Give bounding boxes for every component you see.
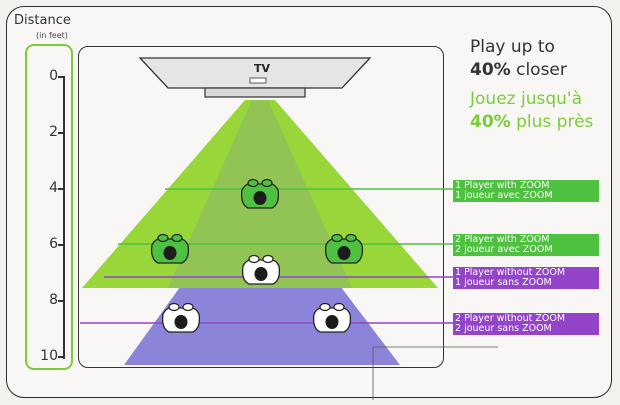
distance-axis-unit: (in feet) [36,31,68,40]
distance-ruler-line [63,76,65,359]
label-2-player-zoom-en: 2 Player with ZOOM [455,234,550,245]
tick-mark-8 [58,300,64,302]
label-1-player-standard-en: 1 Player without ZOOM [455,267,566,278]
headline-en-closer: closer [516,60,567,80]
tick-mark-4 [58,188,64,190]
label-1-player-zoom-fr: 1 joueur avec ZOOM [455,190,553,201]
headline-en-line1: Play up to [470,37,555,57]
tick-mark-6 [58,244,64,246]
label-2-player-standard: 2 Player without ZOOM 2 joueur sans ZOOM [453,313,599,335]
player-1p-standard [241,254,281,285]
label-2-player-standard-en: 2 Player without ZOOM [455,313,566,324]
tick-mark-10 [58,356,64,358]
tv-icon [138,57,372,98]
tick-label-2: 2 [49,124,58,140]
player-2p-standard-right [312,302,352,333]
label-1-player-standard-fr: 1 joueur sans ZOOM [455,277,552,288]
label-1-player-zoom-en: 1 Player with ZOOM [455,180,550,191]
label-2-player-zoom-fr: 2 joueur avec ZOOM [455,244,553,255]
headline-fr-percent: 40% [470,112,511,132]
player-2p-zoom-left [150,233,190,264]
player-1p-zoom [240,178,280,209]
label-1-player-zoom: 1 Player with ZOOM 1 joueur avec ZOOM [453,180,599,202]
headline-fr-plus-pres: plus près [516,112,594,132]
player-2p-zoom-right [324,233,364,264]
tv-label: TV [253,62,271,75]
label-2-player-standard-fr: 2 joueur sans ZOOM [455,323,552,334]
distance-ruler-frame [25,44,73,370]
headline-en-line2: 40% closer [470,59,610,81]
tick-label-10: 10 [40,348,58,364]
distance-axis-title: Distance [14,13,71,28]
label-1-player-standard: 1 Player without ZOOM 1 joueur sans ZOOM [453,267,599,289]
label-2-player-zoom: 2 Player with ZOOM 2 joueur avec ZOOM [453,234,599,256]
tick-label-4: 4 [49,180,58,196]
tick-label-0: 0 [49,68,58,84]
player-2p-standard-left [161,302,201,333]
headline-en-percent: 40% [470,60,511,80]
headline-fr-line1: Jouez jusqu'à [470,89,582,109]
tick-label-8: 8 [49,292,58,308]
tick-mark-0 [58,76,64,78]
tick-label-6: 6 [49,236,58,252]
room-frame [78,46,444,368]
headline-fr-line2: 40% plus près [470,111,610,133]
tick-mark-2 [58,132,64,134]
